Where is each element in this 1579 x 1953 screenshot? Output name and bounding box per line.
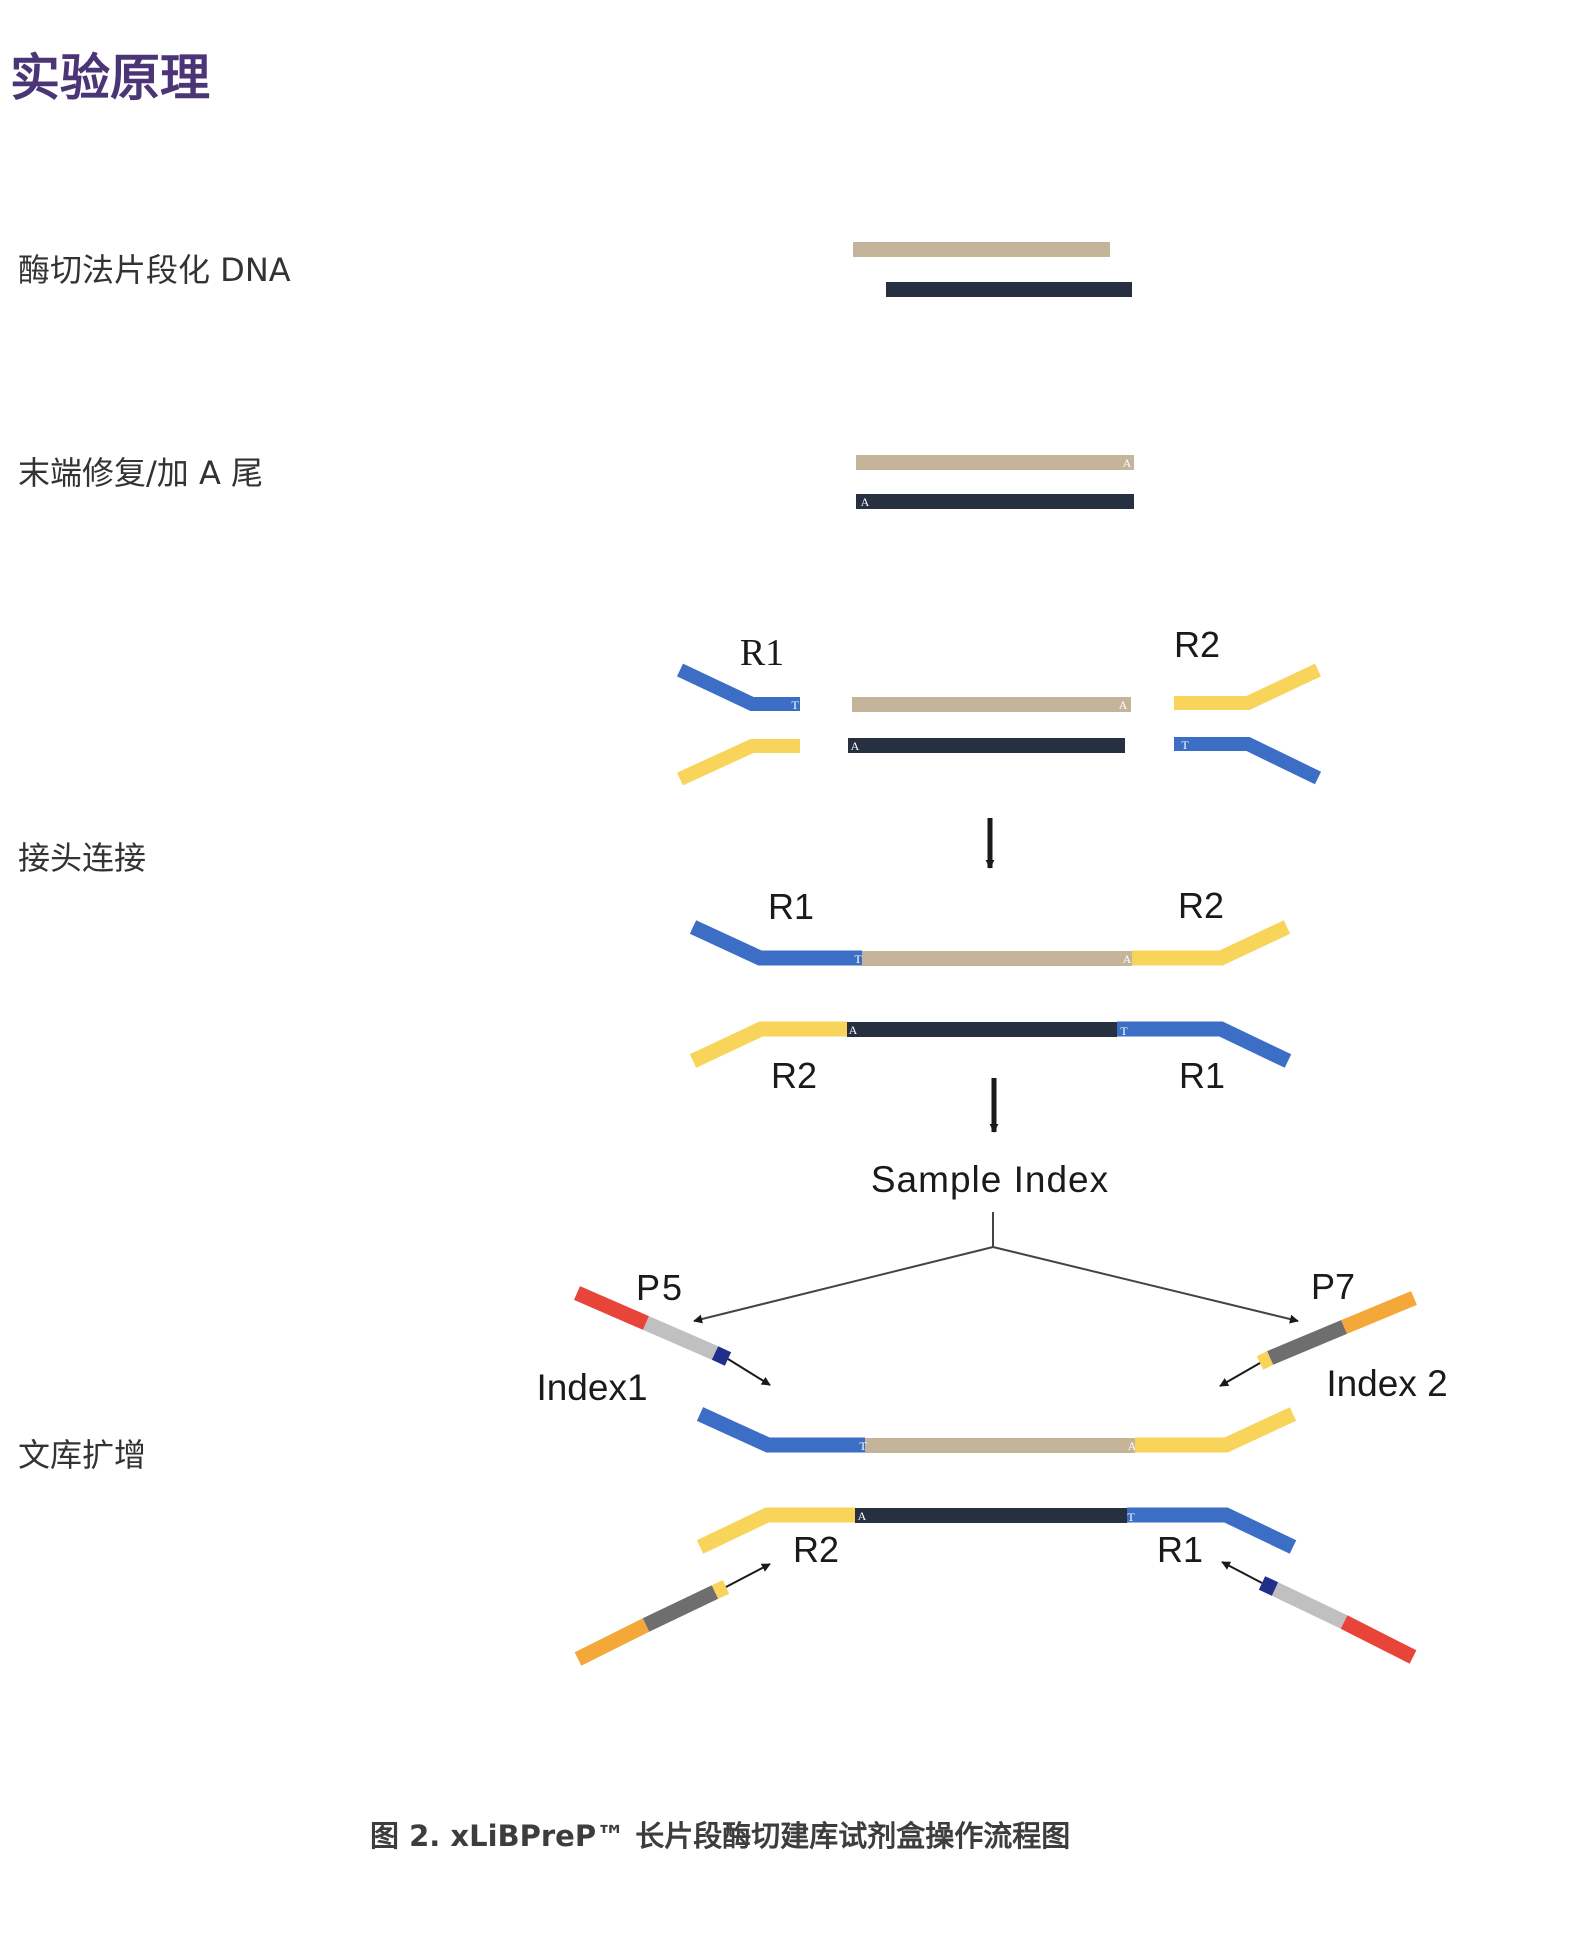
r1-adapter-strand <box>1117 1021 1292 1068</box>
p7-label: P7 <box>1311 1266 1355 1307</box>
adapter-r1-label: R1 <box>768 886 814 927</box>
p7-segment <box>574 1618 650 1666</box>
p7-index2-primer-lower <box>574 1563 771 1666</box>
p5-segment <box>574 1286 649 1330</box>
r2-adapter-strand <box>1132 920 1291 966</box>
r1-adapter-strand <box>696 1407 865 1453</box>
index1-spacer-segment <box>1271 1582 1348 1629</box>
index1-marker <box>711 1346 732 1366</box>
step-label-end-repair: 末端修复/加 A 尾 <box>18 454 264 492</box>
branch-arrow-left <box>693 1246 994 1324</box>
step-label-adapter-ligation: 接头连接 <box>18 839 147 877</box>
index2-marker <box>711 1580 730 1599</box>
insert-bottom-strand <box>848 738 1125 753</box>
p5-segment <box>1340 1615 1417 1664</box>
p5-index1-primer-upper <box>574 1286 771 1386</box>
adapter-r1-label: R1 <box>740 632 784 674</box>
end-repaired-dna: A A <box>856 455 1134 509</box>
base-t-label: T <box>1120 1024 1128 1038</box>
r2-adapter-strand <box>1135 1407 1297 1453</box>
base-a-label: A <box>1123 456 1132 470</box>
base-a-label: A <box>1128 1439 1137 1453</box>
p5-label: P5 <box>636 1267 684 1308</box>
p5-index1-primer-lower <box>1221 1561 1417 1664</box>
base-a-label: A <box>861 495 870 509</box>
index2-spacer-segment <box>642 1585 719 1632</box>
primer-direction-arrow <box>1219 1362 1261 1387</box>
repaired-top-strand <box>856 455 1134 470</box>
r2-adapter-strand <box>689 1021 847 1068</box>
base-t-label: T <box>791 698 799 712</box>
fragmented-dna <box>853 242 1132 297</box>
page-title: 实验原理 <box>10 49 210 107</box>
sample-index-label: Sample Index <box>871 1159 1109 1200</box>
base-t-label: T <box>1181 738 1189 752</box>
r2-adapter-strand <box>696 1507 855 1554</box>
adapter-r2-label: R2 <box>1174 624 1220 665</box>
r2-adapter-strand <box>1174 663 1321 710</box>
adapter-r2-label: R2 <box>771 1055 817 1096</box>
index2-spacer-segment <box>1267 1320 1347 1365</box>
amplification-template: T A A T R2 R1 <box>696 1407 1297 1570</box>
adapter-r1-label: R1 <box>1157 1529 1203 1570</box>
insert-top-strand <box>852 697 1131 712</box>
base-a-label: A <box>849 1023 858 1037</box>
p7-segment <box>1341 1291 1417 1334</box>
base-t-label: T <box>859 1439 867 1453</box>
fragment-top-strand <box>853 242 1110 257</box>
base-a-label: A <box>851 739 860 753</box>
ligated-product: R1 R2 T A A T R2 R1 <box>689 885 1292 1096</box>
primer-direction-arrow <box>727 1358 771 1386</box>
r1-adapter-strand <box>689 920 862 966</box>
r1-adapter-strand <box>1174 737 1322 785</box>
adapter-r2-label: R2 <box>793 1529 839 1570</box>
p7-index2-primer-upper <box>1219 1291 1417 1387</box>
primer-direction-arrow <box>1221 1561 1263 1584</box>
base-a-label: A <box>858 1509 867 1523</box>
base-a-label: A <box>1123 952 1132 966</box>
base-a-label: A <box>1119 698 1128 712</box>
adapters-unligated: R1 R2 T A A T <box>677 624 1322 786</box>
r1-adapter-strand <box>1127 1507 1297 1554</box>
index1-marker <box>1258 1576 1279 1596</box>
repaired-bottom-strand <box>856 494 1134 509</box>
r1-adapter-strand <box>677 663 800 711</box>
branch-arrow-right <box>992 1246 1299 1324</box>
index1-spacer-segment <box>643 1316 718 1360</box>
step-label-library-amplification: 文库扩增 <box>18 1436 147 1474</box>
figure-caption: 图 2. xLiBPreP™ 长片段酶切建库试剂盒操作流程图 <box>370 1819 1071 1853</box>
insert-bottom-strand <box>855 1508 1127 1523</box>
index1-label: Index1 <box>536 1367 647 1408</box>
adapter-r1-label: R1 <box>1179 1055 1225 1096</box>
index2-label: Index 2 <box>1326 1363 1447 1404</box>
insert-top-strand <box>865 1438 1135 1453</box>
adapter-r2-label: R2 <box>1178 885 1224 926</box>
sample-index-branch <box>693 1212 1299 1324</box>
step-label-fragmentation: 酶切法片段化 DNA <box>18 251 291 289</box>
insert-top-strand <box>862 951 1132 966</box>
fragment-bottom-strand <box>886 282 1132 297</box>
base-t-label: T <box>1127 1510 1135 1524</box>
base-t-label: T <box>854 952 862 966</box>
primer-direction-arrow <box>725 1563 771 1588</box>
insert-bottom-strand <box>847 1022 1117 1037</box>
index2-marker <box>1256 1351 1274 1370</box>
r2-adapter-strand <box>677 739 800 786</box>
